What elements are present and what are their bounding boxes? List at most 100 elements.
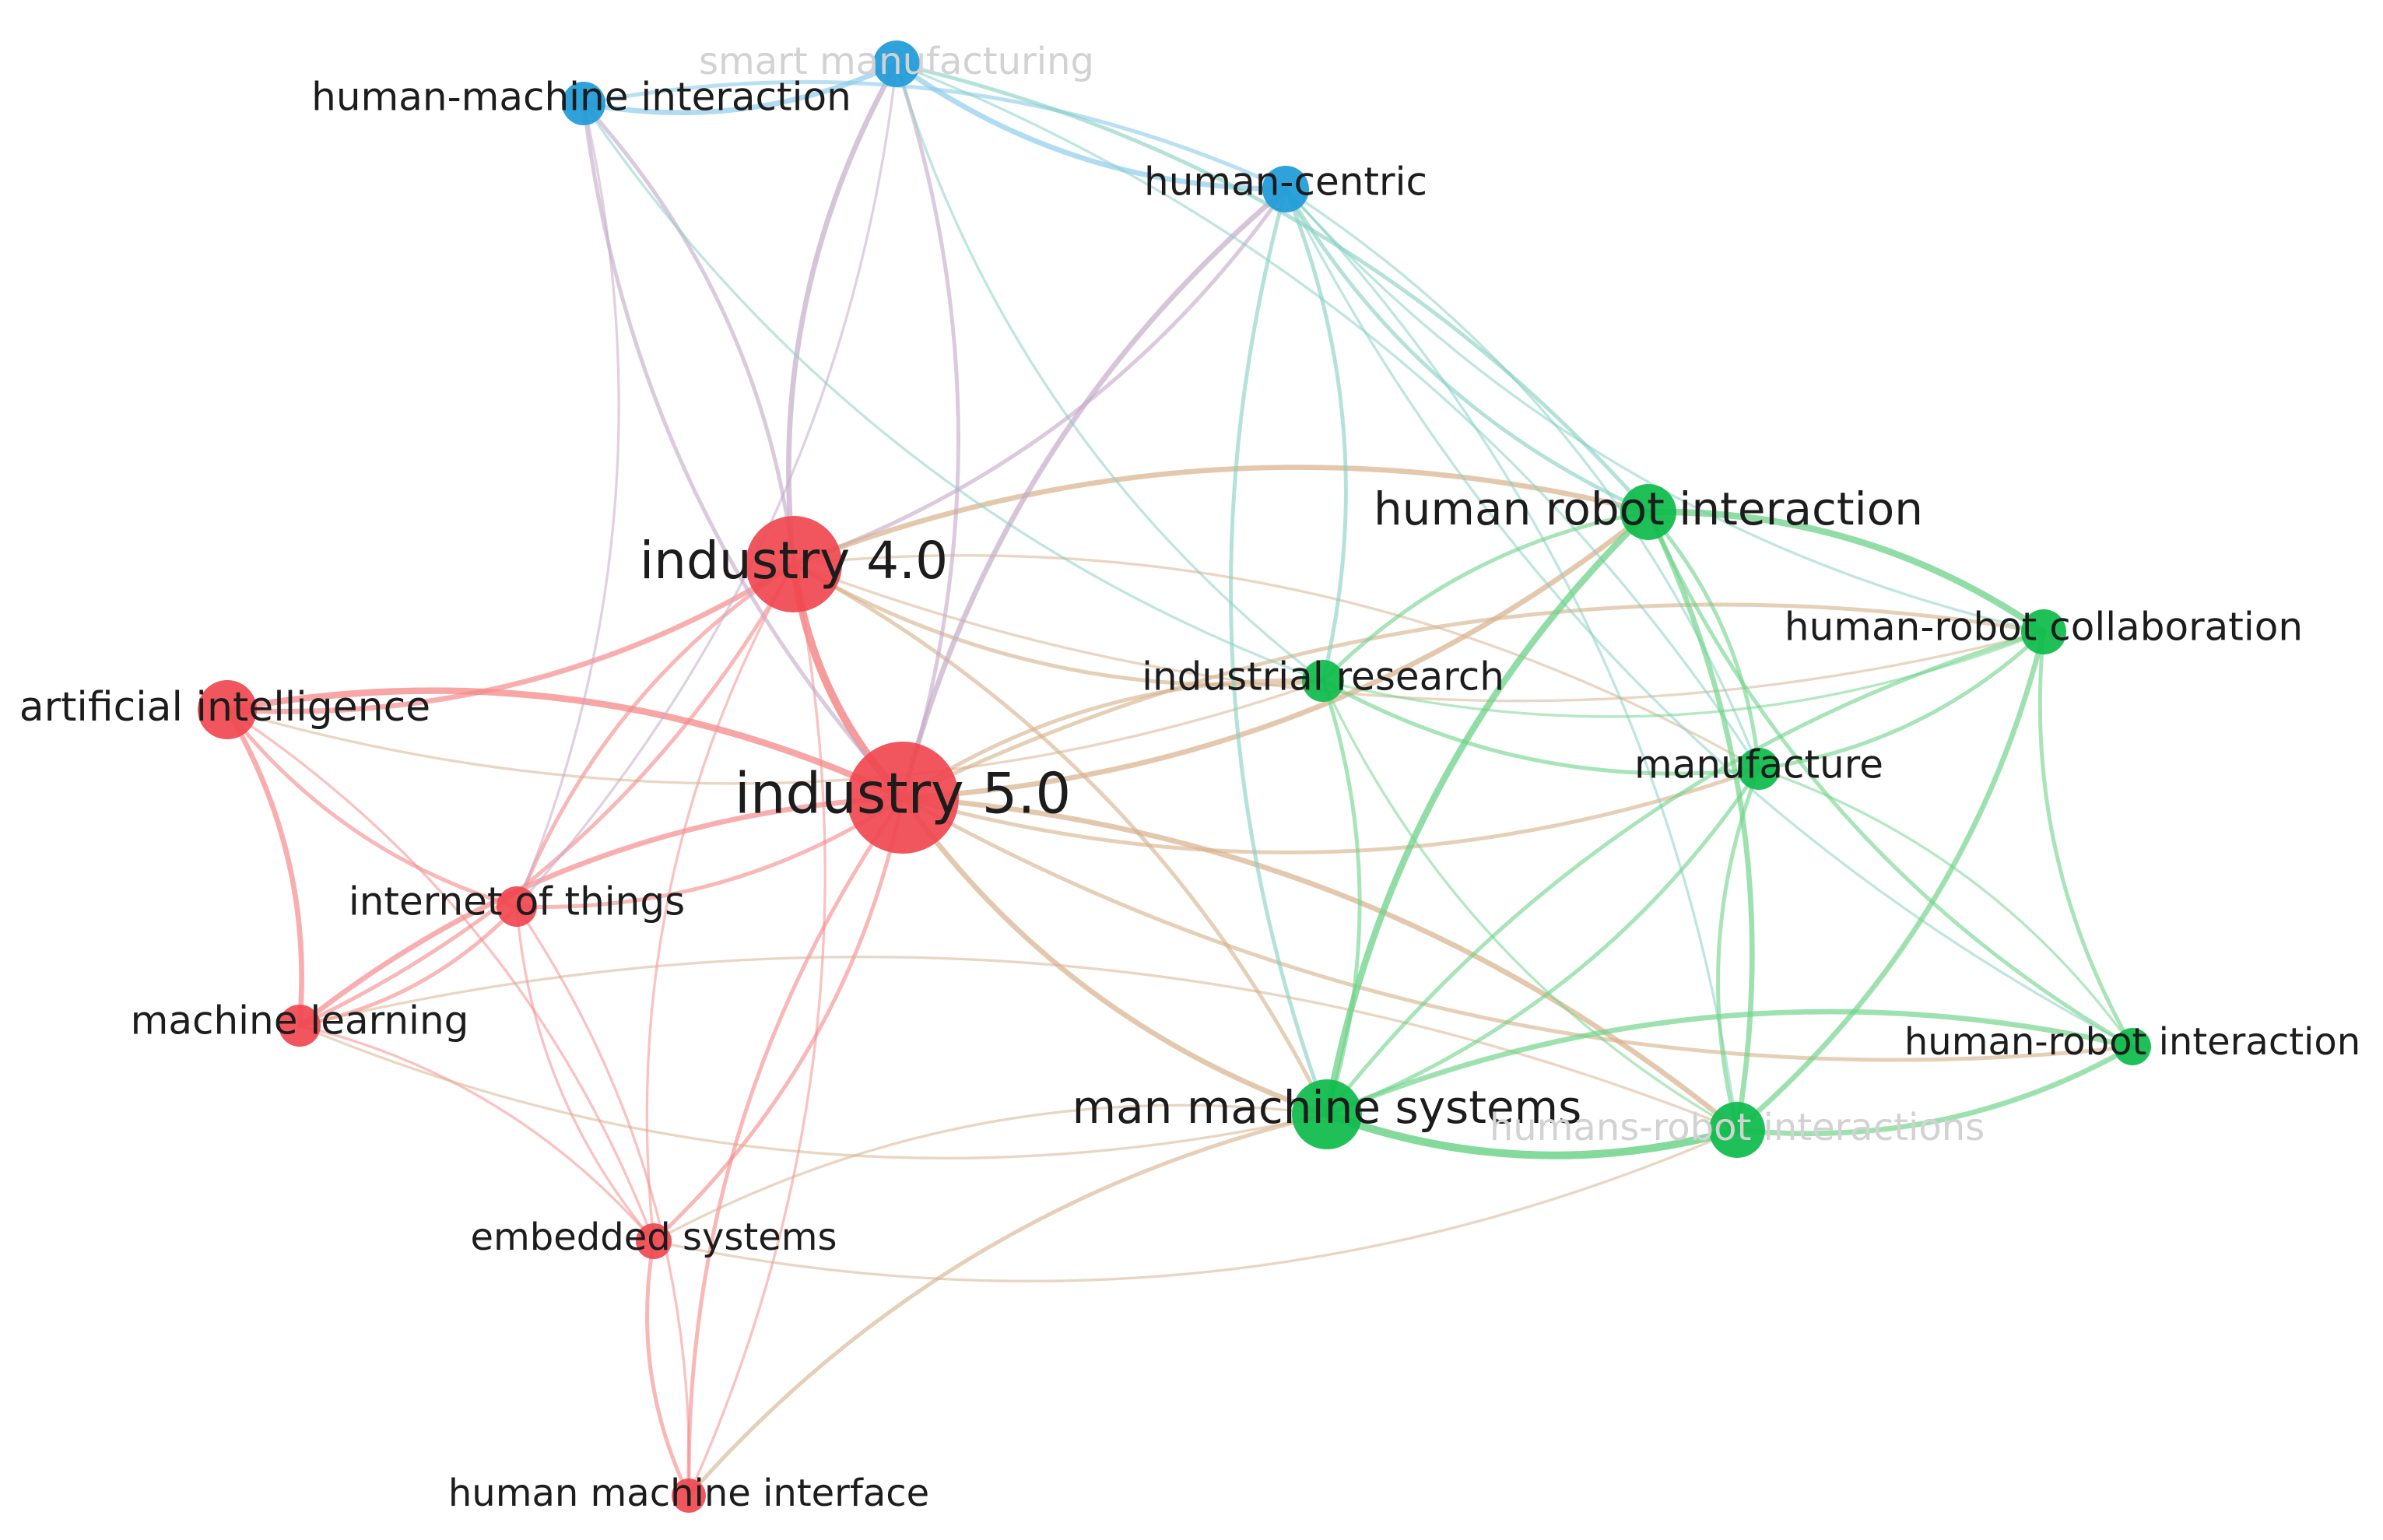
node-label-hrc[interactable]: human-robot collaboration bbox=[1785, 605, 2303, 650]
edge-hrc-manufacture bbox=[1757, 630, 2046, 771]
edge-industry40-human_centric bbox=[791, 187, 1288, 567]
edge-human_centric-hri_space bbox=[1283, 187, 1651, 514]
edge-ai-iot bbox=[225, 707, 519, 909]
edge-industry50-humans_robot bbox=[900, 795, 1740, 1133]
edge-hrc-ind_research bbox=[1321, 630, 2045, 718]
edge-ind_research-humans_robot bbox=[1321, 679, 1739, 1131]
node-label-industry40[interactable]: industry 4.0 bbox=[640, 531, 948, 591]
node-label-human_centric[interactable]: human-centric bbox=[1144, 160, 1427, 205]
edge-human_centric-ind_research bbox=[1283, 187, 1348, 683]
edge-hmi_interaction-human_centric bbox=[581, 79, 1288, 191]
edge-embedded-mms bbox=[652, 1103, 1328, 1243]
node-label-embedded[interactable]: embedded systems bbox=[470, 1216, 837, 1259]
node-label-ai[interactable]: artificial intelligence bbox=[19, 684, 430, 731]
node-hri_dash[interactable] bbox=[2114, 1028, 2151, 1065]
edge-human_centric-mms bbox=[1229, 187, 1329, 1117]
edge-industry50-human_centric bbox=[900, 186, 1289, 801]
node-manufacture[interactable] bbox=[1738, 748, 1780, 790]
edge-smart_mfg-manufacture bbox=[895, 62, 1760, 770]
edges-layer bbox=[223, 61, 2136, 1498]
edge-mms-hri_dash bbox=[1324, 1009, 2136, 1117]
edge-hri_space-mms bbox=[1323, 508, 1652, 1118]
edge-ml-humans_robot bbox=[298, 955, 1739, 1131]
edge-industry40-ai bbox=[224, 561, 797, 714]
edge-industry50-mms bbox=[900, 795, 1330, 1117]
node-label-hmi_interface[interactable]: human machine interface bbox=[448, 1472, 929, 1515]
node-ai[interactable] bbox=[198, 680, 257, 739]
edge-hri_space-hri_dash bbox=[1646, 510, 2135, 1049]
node-ml[interactable] bbox=[279, 1005, 321, 1047]
edge-industry50-smart_mfg bbox=[894, 61, 960, 800]
edge-hri_space-ind_research bbox=[1321, 510, 1651, 683]
edge-manufacture-humans_robot bbox=[1716, 766, 1761, 1132]
edge-human_centric-hri_dash bbox=[1284, 188, 2134, 1048]
edge-human_centric-humans_robot bbox=[1284, 188, 1739, 1131]
edge-ml-mms bbox=[298, 1024, 1328, 1159]
edge-industry50-manufacture bbox=[900, 766, 1761, 854]
node-label-iot[interactable]: internet of things bbox=[349, 879, 685, 924]
edge-industry50-hmi_interface bbox=[686, 795, 905, 1498]
edge-industry40-embedded bbox=[645, 563, 795, 1243]
edge-industry40-hri_space bbox=[791, 465, 1651, 567]
node-smart_mfg[interactable] bbox=[873, 40, 920, 87]
node-label-hri_dash[interactable]: human-robot interaction bbox=[1904, 1020, 2360, 1064]
node-embedded[interactable] bbox=[636, 1223, 672, 1259]
edge-industry50-hmi_interaction bbox=[581, 101, 905, 800]
edge-industry40-hmi_interaction bbox=[581, 101, 796, 567]
nodes-layer bbox=[198, 40, 2151, 1513]
edge-smart_mfg-ind_research bbox=[895, 62, 1325, 682]
edge-ai-embedded bbox=[226, 708, 655, 1243]
edge-industry50-hri_space bbox=[900, 509, 1651, 801]
node-hri_space[interactable] bbox=[1620, 484, 1676, 540]
edge-industry40-hmi_interface bbox=[687, 563, 827, 1497]
node-humans_robot[interactable] bbox=[1709, 1102, 1765, 1158]
edge-hmi_interaction-ind_research bbox=[582, 102, 1325, 682]
node-hrc[interactable] bbox=[2021, 609, 2066, 654]
node-label-mms[interactable]: man machine systems bbox=[1072, 1081, 1582, 1134]
node-hmi_interface[interactable] bbox=[672, 1479, 706, 1513]
edge-hmi_interaction-smart_mfg bbox=[581, 61, 900, 116]
node-iot[interactable] bbox=[497, 886, 537, 927]
edge-manufacture-mms bbox=[1325, 766, 1761, 1117]
edge-hmi_interaction-iot bbox=[515, 102, 620, 908]
edge-hri_space-manufacture bbox=[1646, 510, 1761, 771]
edge-industry40-mms bbox=[791, 562, 1329, 1117]
edge-industry40-smart_mfg bbox=[786, 61, 900, 567]
node-industry50[interactable] bbox=[847, 742, 959, 854]
edge-ind_research-mms bbox=[1321, 679, 1362, 1117]
labels-layer: industry 4.0 industry 5.0 artificial intel… bbox=[19, 40, 2360, 1515]
edge-manufacture-hri_dash bbox=[1757, 767, 2134, 1048]
edge-embedded-hmi_interface bbox=[645, 1239, 691, 1498]
edge-ai-ml bbox=[224, 707, 304, 1029]
edge-industry40-hrc bbox=[792, 563, 2045, 703]
node-label-industry50[interactable]: industry 5.0 bbox=[735, 761, 1071, 826]
node-label-humans_robot[interactable]: humans-robot interactions bbox=[1490, 1106, 1985, 1149]
edge-industry50-ml bbox=[297, 795, 906, 1029]
node-industry40[interactable] bbox=[746, 516, 842, 612]
edge-iot-smart_mfg bbox=[515, 62, 898, 908]
edge-hmi_interface-mms bbox=[686, 1112, 1329, 1498]
edge-iot-embedded bbox=[515, 905, 655, 1243]
node-label-ind_research[interactable]: industrial research bbox=[1142, 654, 1504, 700]
edge-human_centric-hrc bbox=[1284, 188, 2045, 633]
node-human_centric[interactable] bbox=[1262, 166, 1309, 212]
node-label-hri_space[interactable]: human robot interaction bbox=[1374, 482, 1923, 535]
edge-human_centric-manufacture bbox=[1284, 188, 1760, 770]
edge-ind_research-manufacture bbox=[1321, 679, 1761, 776]
edge-industry40-ind_research bbox=[791, 562, 1325, 687]
node-ind_research[interactable] bbox=[1302, 660, 1344, 702]
edge-industry50-iot bbox=[514, 795, 905, 910]
node-label-manufacture[interactable]: manufacture bbox=[1634, 742, 1883, 788]
edge-hrc-hri_dash bbox=[2037, 630, 2135, 1049]
edge-industry50-embedded bbox=[651, 795, 905, 1244]
edge-iot-hmi_interface bbox=[515, 905, 691, 1497]
edge-ml-embedded bbox=[298, 1024, 655, 1243]
node-label-smart_mfg[interactable]: smart manufacturing bbox=[699, 40, 1094, 83]
node-label-hmi_interaction[interactable]: human-machine interaction bbox=[311, 75, 851, 120]
node-hmi_interaction[interactable] bbox=[562, 82, 605, 125]
node-mms[interactable] bbox=[1292, 1079, 1362, 1149]
node-label-ml[interactable]: machine learning bbox=[131, 998, 469, 1044]
edge-industry50-hri_dash bbox=[900, 795, 2135, 1062]
edge-smart_mfg-human_centric bbox=[893, 61, 1289, 192]
